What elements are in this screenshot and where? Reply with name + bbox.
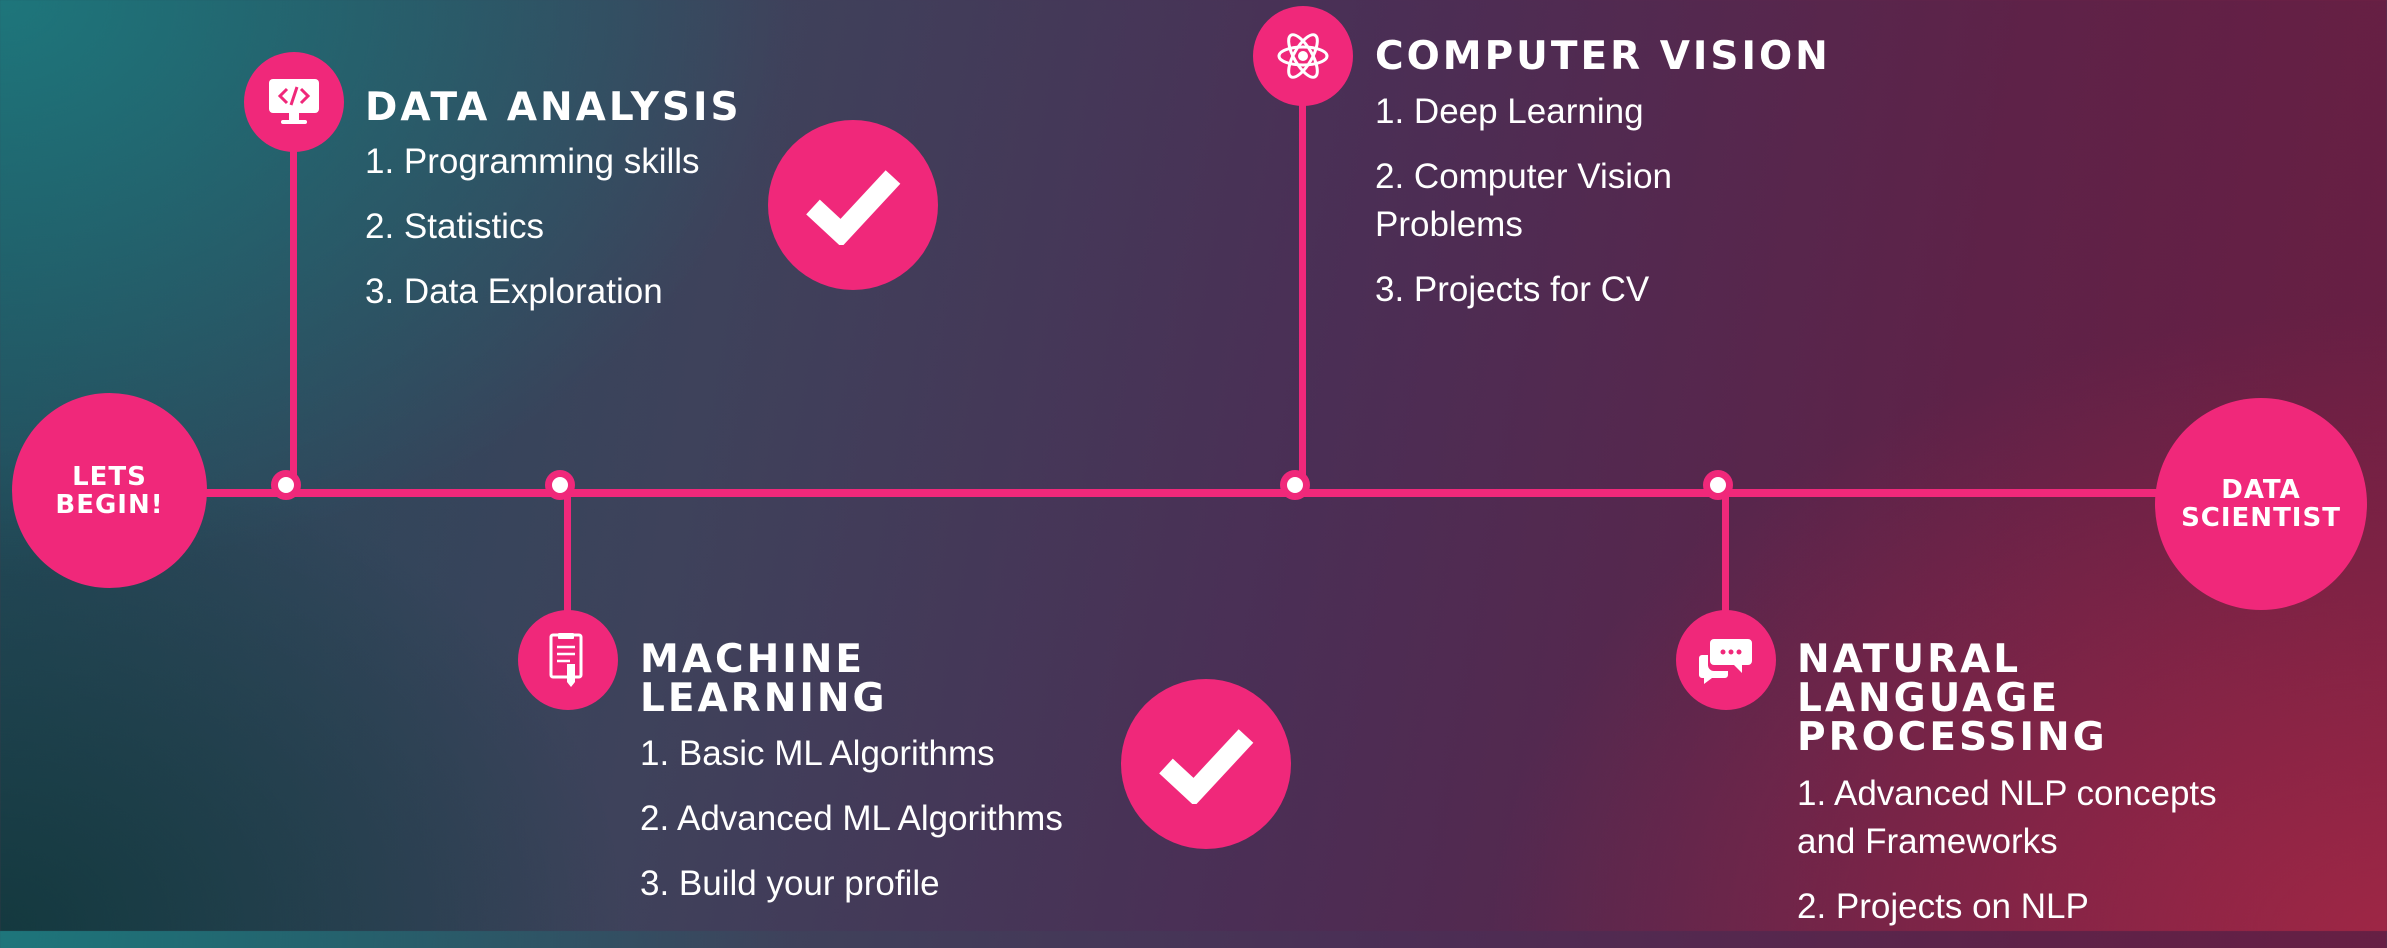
connector-machine-learning [564,493,571,613]
timeline-node-machine-learning [545,470,575,500]
timeline-node-computer-vision [1280,470,1310,500]
timeline-node-nlp [1703,470,1733,500]
list-item: 1. Basic ML Algorithms [640,734,995,773]
start-label-line1: LETS [72,461,147,492]
end-circle: DATA SCIENTIST [2155,398,2367,610]
document-pen-icon [549,633,583,687]
end-label-line1: DATA [2221,475,2301,505]
list-item: 2. Computer Vision [1375,157,1673,196]
nlp-title-line1: NATURAL [1797,637,2022,682]
machine-learning-check-circle [1121,679,1291,849]
data-analysis-items: 1. Programming skills 2. Statistics 3. D… [365,138,700,333]
list-item: 2. Projects on NLP [1797,887,2089,926]
list-item: 1. Programming skills [365,142,700,181]
machine-learning-items: 1. Basic ML Algorithms 2. Advanced ML Al… [640,730,1063,925]
data-analysis-icon-circle [244,52,344,152]
computer-vision-icon-circle [1253,6,1353,106]
list-item: 3. Build your profile [640,864,940,903]
connector-data-analysis [290,140,297,492]
list-item: and Frameworks [1797,822,2058,861]
start-label-line2: BEGIN! [55,489,164,520]
code-monitor-icon [269,79,319,124]
timeline-node-data-analysis [271,470,301,500]
data-analysis-check-circle [768,120,938,290]
nlp-icon-circle [1676,610,1776,710]
list-item: 2. Advanced ML Algorithms [640,799,1063,838]
computer-vision-items: 1. Deep Learning 2. Computer Vision Prob… [1375,88,1672,331]
nlp-title-line3: PROCESSING [1797,715,2108,760]
nlp-title: NATURAL LANGUAGE PROCESSING [1797,640,2108,757]
list-item: 1. Deep Learning [1375,92,1644,131]
list-item: 2. Statistics [365,207,544,246]
computer-vision-title: COMPUTER VISION [1375,34,1831,79]
chat-bubbles-icon [1699,639,1752,684]
data-analysis-title: DATA ANALYSIS [365,85,742,130]
list-item: 3. Data Exploration [365,272,663,311]
machine-learning-title-line2: LEARNING [640,676,888,721]
machine-learning-title-line1: MACHINE [640,637,866,682]
timeline-line [150,489,2190,497]
atom-icon [1277,33,1329,79]
nlp-title-line2: LANGUAGE [1797,676,2060,721]
start-circle: LETS BEGIN! [12,393,207,588]
list-item: 1. Advanced NLP concepts [1797,774,2217,813]
connector-nlp [1722,493,1729,613]
nlp-items: 1. Advanced NLP concepts and Frameworks … [1797,770,2217,948]
list-item: 3. Projects for CV [1375,270,1650,309]
machine-learning-icon-circle [518,610,618,710]
end-label-line2: SCIENTIST [2181,503,2341,533]
check-icon [1159,729,1254,804]
machine-learning-title: MACHINE LEARNING [640,640,888,718]
list-item: Problems [1375,205,1523,244]
connector-computer-vision [1299,100,1306,492]
check-icon [806,170,901,245]
